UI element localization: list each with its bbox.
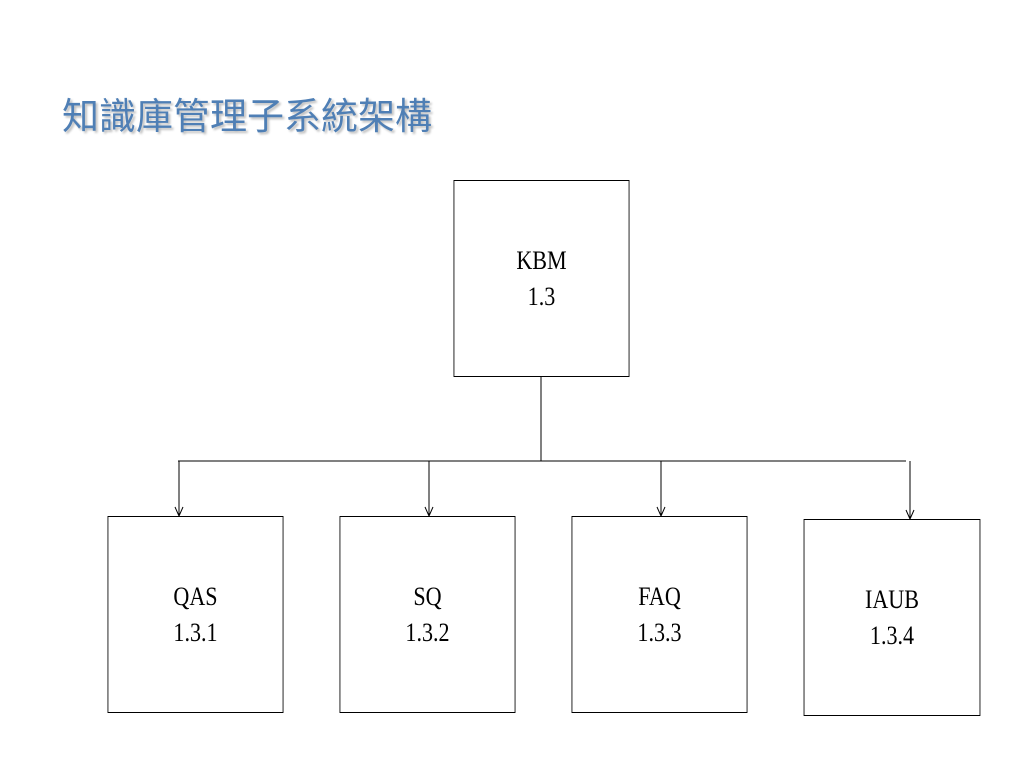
- node-qas-name: QAS: [173, 581, 218, 611]
- node-kbm-number: 1.3: [527, 281, 556, 311]
- node-sq: SQ 1.3.2: [339, 516, 516, 713]
- node-kbm: KBM 1.3: [453, 180, 630, 377]
- node-faq-name: FAQ: [638, 581, 681, 611]
- node-qas: QAS 1.3.1: [107, 516, 284, 713]
- node-sq-name: SQ: [413, 581, 442, 611]
- node-iaub-name: IAUB: [864, 584, 920, 614]
- node-faq: FAQ 1.3.3: [571, 516, 748, 713]
- slide-title: 知識庫管理子系統架構: [62, 95, 432, 138]
- node-kbm-name: KBM: [516, 245, 567, 275]
- node-iaub-number: 1.3.4: [869, 620, 915, 650]
- node-iaub: IAUB 1.3.4: [803, 519, 981, 716]
- node-faq-number: 1.3.3: [637, 617, 682, 647]
- node-sq-number: 1.3.2: [405, 617, 450, 647]
- node-qas-number: 1.3.1: [173, 617, 218, 647]
